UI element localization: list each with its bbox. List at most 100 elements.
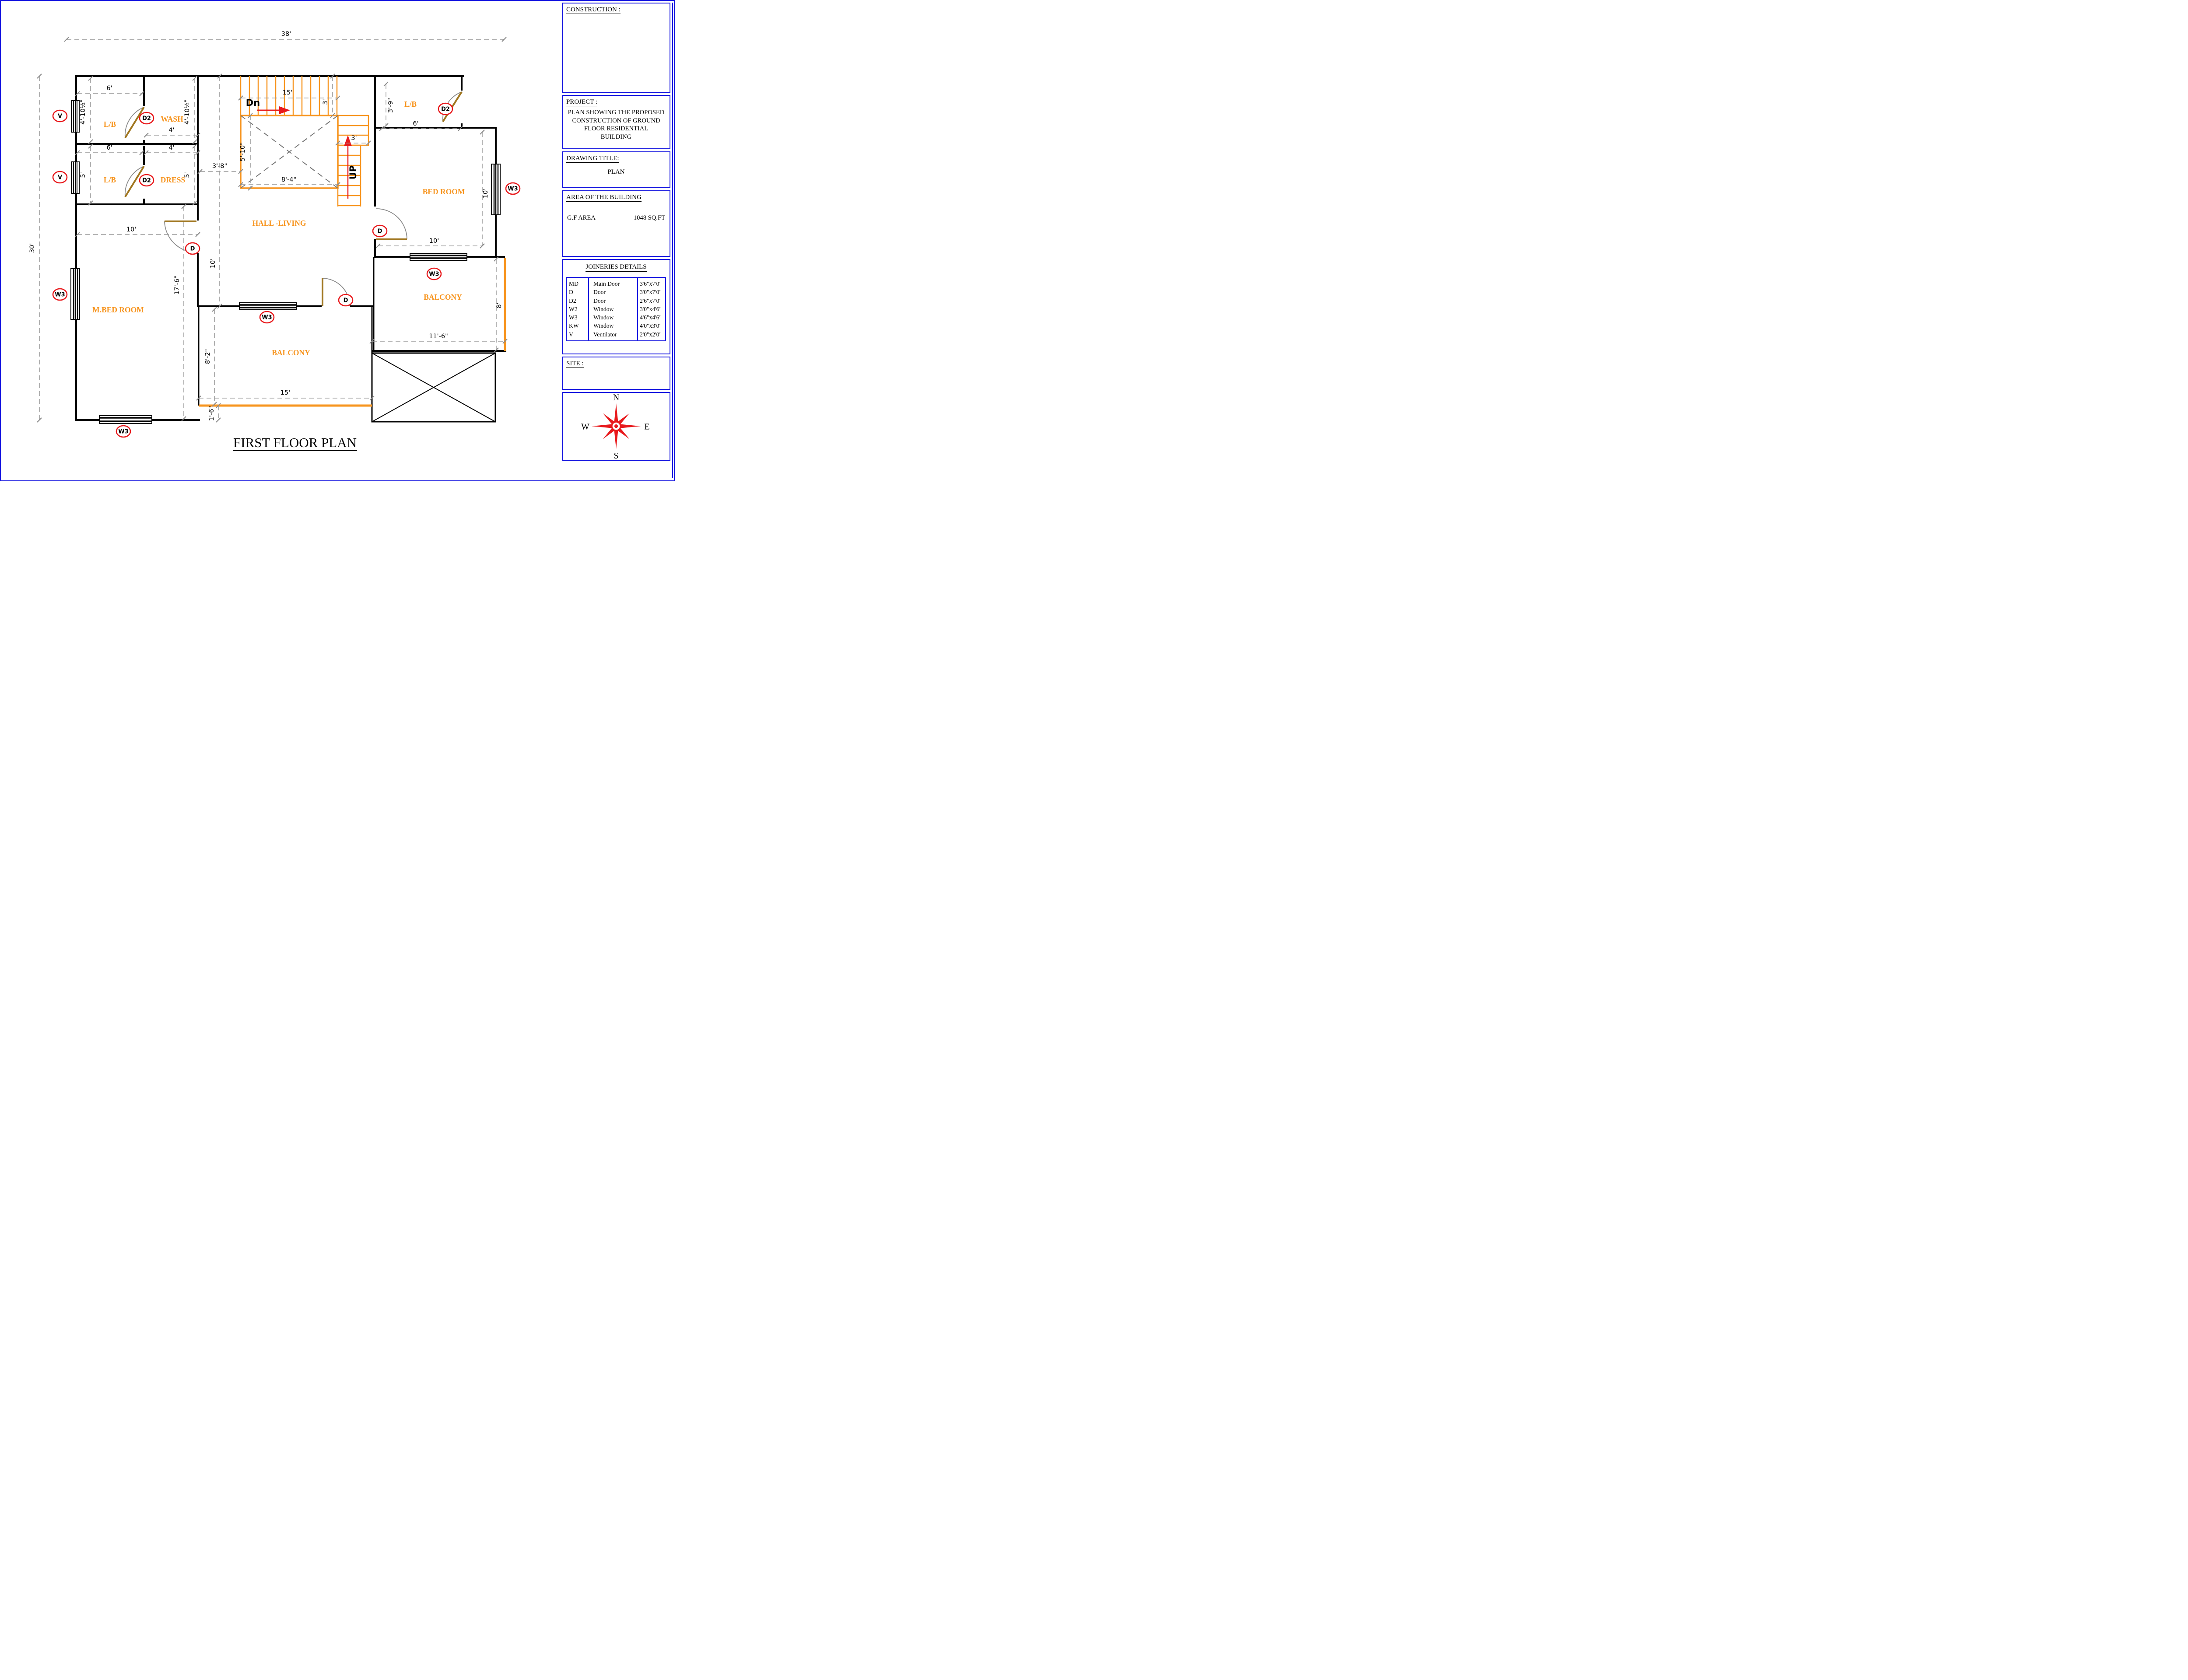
compass-west-label: W [581, 422, 589, 431]
dimension-tick [383, 123, 389, 128]
dimension: 4'-10½" [184, 76, 197, 144]
room-label: DRESS [161, 175, 185, 184]
dimension-tick [192, 139, 197, 144]
room-label: BED ROOM [423, 187, 465, 196]
dimension-tick [37, 417, 42, 423]
door-d2 [124, 106, 145, 139]
marker-circle-icon [505, 182, 521, 195]
dimension-label: 11'-6" [429, 333, 448, 340]
dimension-tick [196, 396, 201, 401]
marker-code: W3 [262, 315, 272, 321]
dimension: 38' [64, 31, 507, 42]
dimension-tick [192, 76, 197, 81]
joineries-cell-code: KW [569, 322, 579, 329]
joinery-marker: D [338, 294, 354, 307]
gf-area-value: 1048 SQ.FT [633, 214, 665, 221]
dimension: 8'-4" [238, 176, 340, 187]
dn-arrow [257, 106, 290, 114]
balcony-open-edges [199, 258, 506, 407]
project-section: PROJECT : PLAN SHOWING THE PROPOSED CONS… [562, 95, 670, 149]
dimension-label: 6' [413, 120, 418, 127]
room-label: L/B [104, 120, 116, 129]
marker-code: W3 [55, 292, 65, 298]
joineries-cell-code: D [569, 289, 573, 296]
ventilator-window [71, 161, 80, 194]
dimension-label: 17'-6" [174, 276, 181, 295]
project-line: FLOOR RESIDENTIAL [584, 125, 649, 133]
dimension-tick [195, 150, 200, 155]
compass-north-label: N [613, 394, 619, 402]
dimension-label: 3'-9" [387, 98, 394, 113]
dimension-label: 3' [351, 135, 357, 142]
dimension-tick [501, 37, 507, 42]
joineries-cell-size: 2'0"x2'0" [640, 331, 662, 338]
marker-circle-icon [438, 102, 453, 116]
project-heading: PROJECT : [566, 98, 597, 106]
dimension-tick [75, 150, 80, 155]
dimension-tick [335, 95, 340, 101]
dimension-label: 5' [184, 172, 191, 178]
dimension-tick [88, 200, 93, 206]
joineries-cell-code: W2 [569, 305, 578, 312]
room-label: M.BED ROOM [92, 305, 144, 314]
door-bedroom [376, 208, 407, 240]
dimension: 10' [210, 74, 222, 309]
dimension-tick [238, 169, 243, 174]
drawing-title-value: PLAN [607, 168, 625, 175]
title-block-panel: CONSTRUCTION : PROJECT : PLAN SHOWING TH… [562, 3, 674, 478]
w3-window [491, 164, 501, 215]
dimension-label: 15' [281, 389, 290, 396]
door-d2 [124, 165, 145, 198]
dimension-tick [238, 182, 243, 187]
drawing-sheet: 38'30'6'4'-10½"4'-10½"4'6'4'5'5'15'3'3'3… [0, 0, 675, 481]
room-label: L/B [404, 100, 417, 108]
dimension-tick [37, 74, 42, 79]
dimension-tick [369, 396, 375, 401]
joinery-marker: V [52, 109, 68, 122]
marker-code: D [344, 298, 348, 304]
joineries-cell-code: V [569, 331, 573, 338]
dimension-tick [139, 91, 144, 96]
joinery-marker: W3 [259, 311, 275, 324]
marker-circle-icon [338, 294, 354, 307]
marker-circle-icon [372, 224, 388, 238]
dimension-label: 3' [322, 99, 329, 105]
dimension-tick [480, 130, 485, 135]
marker-circle-icon [116, 425, 131, 438]
w3-window [410, 253, 467, 261]
dimension-label: 5' [80, 172, 87, 178]
joineries-cell-item: Window [593, 305, 614, 312]
drawing-title-heading: DRAWING TITLE: [566, 155, 619, 163]
site-section: SITE : [562, 357, 670, 390]
car-porch [371, 352, 496, 423]
drawing-title-section: DRAWING TITLE: PLAN [562, 151, 670, 188]
joinery-marker: W3 [505, 182, 521, 195]
dimension-tick [192, 144, 197, 149]
compass-hub-dot [614, 424, 618, 428]
compass-section: N S W E [562, 392, 670, 461]
joinery-marker: V [52, 171, 68, 184]
marker-code: W3 [508, 186, 518, 192]
marker-circle-icon [139, 174, 154, 187]
dimension: 15' [238, 89, 340, 101]
dimension-tick [494, 256, 499, 262]
gf-area-label: G.F AREA [567, 214, 596, 221]
joineries-cell-item: Window [593, 322, 614, 329]
dimension-label: 4'-10½" [80, 99, 87, 125]
compass-east-label: E [644, 422, 649, 431]
marker-code: D [378, 228, 382, 235]
dimension: 17'-6" [174, 204, 186, 421]
marker-code: V [58, 113, 62, 120]
joineries-cell-size: 4'0"x3'0" [640, 322, 662, 329]
dimension-label: 8'-4" [281, 176, 296, 183]
dimension: 5'-10" [239, 113, 253, 191]
site-heading: SITE : [566, 360, 584, 368]
marker-circle-icon [259, 311, 275, 324]
dimension-tick [212, 402, 217, 407]
project-line: BUILDING [600, 133, 632, 141]
joinery-marker: W3 [426, 267, 442, 280]
joinery-marker: D [372, 224, 388, 238]
dimension: 3' [335, 135, 371, 146]
